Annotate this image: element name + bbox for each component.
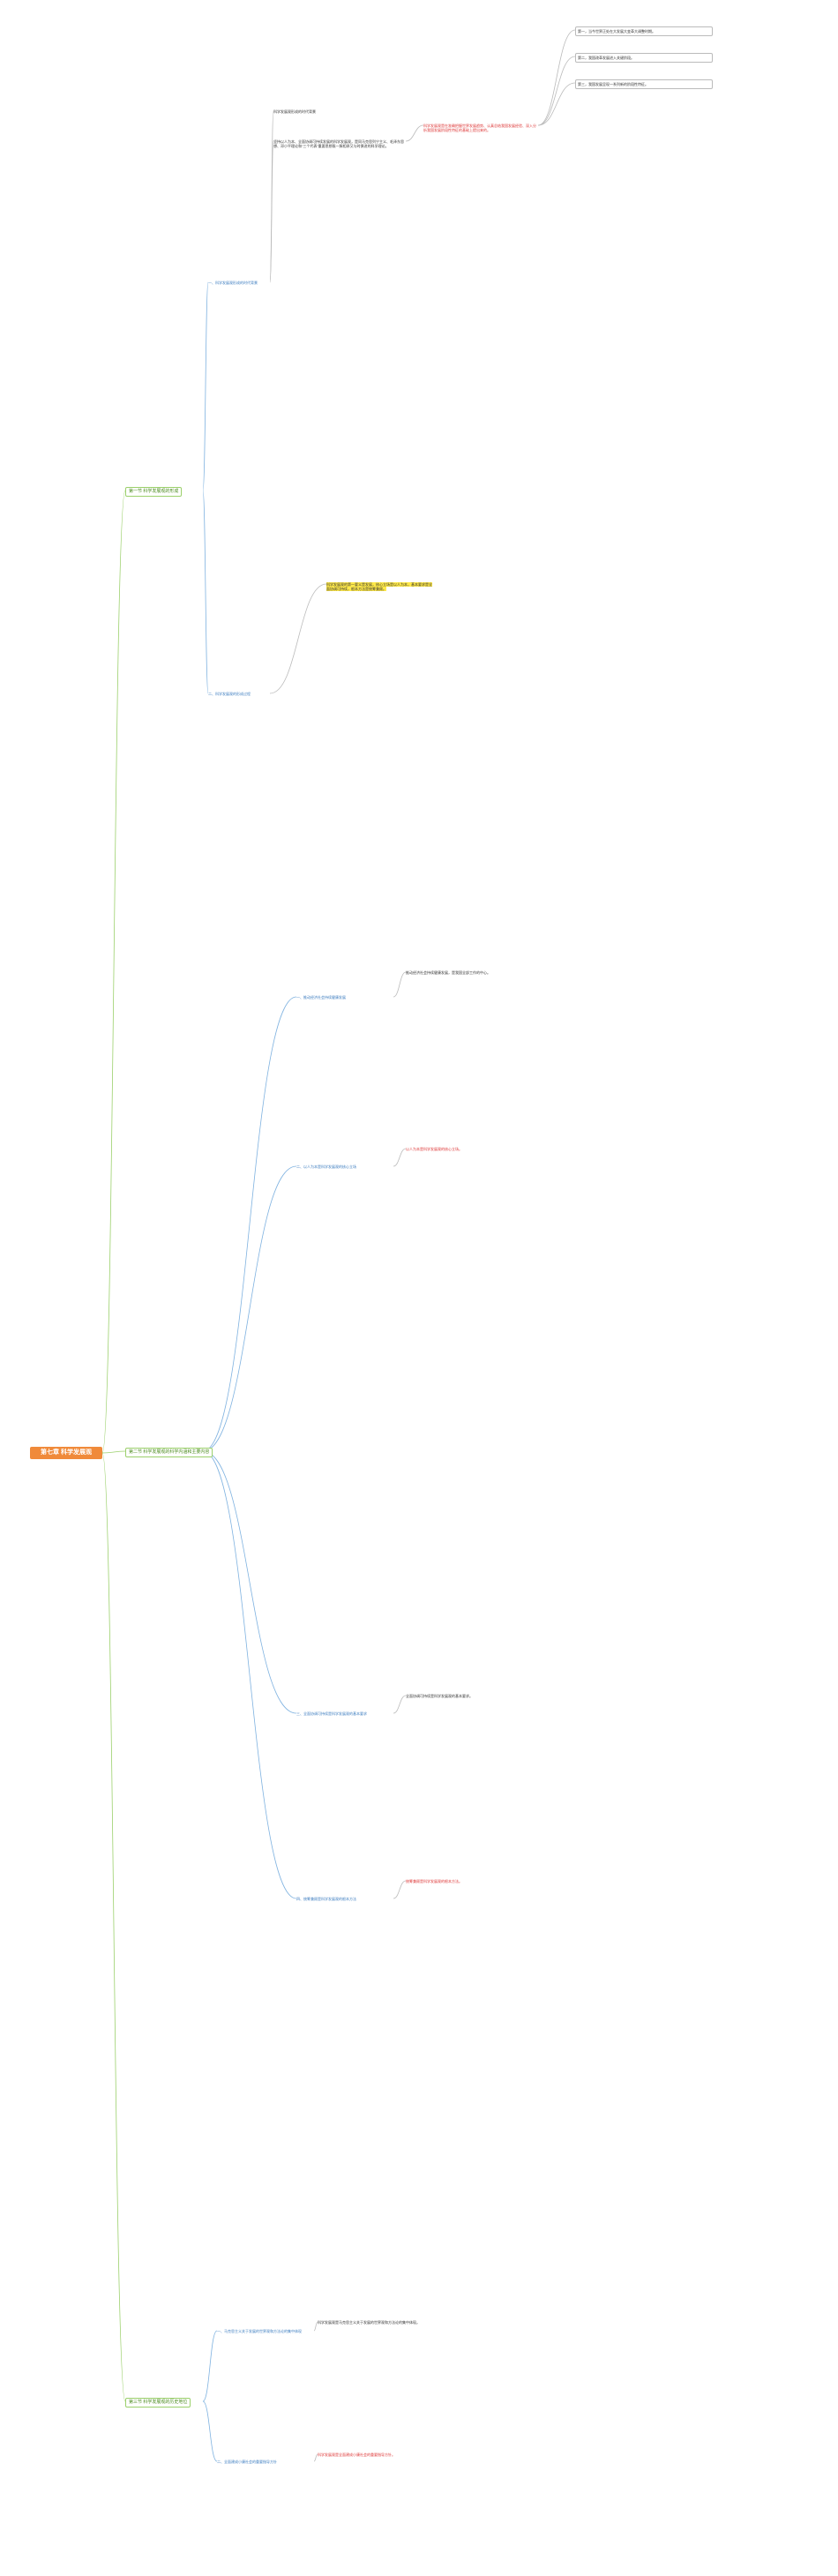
note-1: 科学发展观形成的时代背景 (273, 109, 316, 114)
sub-node-2c[interactable]: 三、全面协调可持续是科学发展观的基本要求 (296, 1711, 367, 1716)
connector-line (269, 583, 327, 694)
note-2: 坚持以人为本、全面协调可持续发展的科学发展观，是同马克思列宁主义、毛泽东思想、邓… (273, 139, 404, 148)
sub-node-2a[interactable]: 一、推动经济社会持续健康发展 (296, 995, 346, 1000)
connector-line (537, 82, 576, 126)
connector-line (101, 1450, 126, 1454)
root-node[interactable]: 第七章 科学发展观 (30, 1447, 102, 1459)
connector-line (405, 124, 424, 142)
connector-line (202, 490, 209, 694)
sub-node-3a[interactable]: 一、马克思主义关于发展的世界观和方法论的集中体现 (217, 2329, 302, 2333)
sub-node-3b[interactable]: 二、全面建成小康社会的重要指导方针 (217, 2460, 277, 2464)
connector-line (101, 490, 126, 1454)
note-8: 推动经济社会持续健康发展，是我国全部工作的中心。 (406, 970, 490, 975)
note-5: 第二，我国改革发展进入关键阶段。 (575, 53, 713, 63)
note-12: 科学发展观是马克思主义关于发展的世界观和方法论的集中体现。 (318, 2320, 420, 2325)
section-node-1[interactable]: 第一节 科学发展观的形成 (125, 487, 183, 497)
connector-line (202, 281, 209, 491)
connector-line (202, 2400, 218, 2462)
connector-line (202, 1165, 297, 1452)
note-6: 第三，我国发展呈现一系列新的阶段性特征。 (575, 79, 713, 89)
connector-line (202, 1450, 297, 1714)
connector-line (537, 56, 576, 126)
connector-line (313, 2321, 318, 2332)
connector-line (313, 2453, 318, 2462)
note-3: 科学发展观是在准确把握世界发展趋势、认真总结我国发展经验、深入分析我国发展阶段性… (423, 124, 536, 132)
note-10: 全面协调可持续是科学发展观的基本要求。 (406, 1694, 473, 1698)
connector-line (202, 996, 297, 1452)
note-13: 科学发展观是全面建成小康社会的重要指导方针。 (318, 2452, 395, 2457)
note-7: 科学发展观的第一要义是发展，核心立场是以人为本，基本要求是全面协调可持续，根本方… (326, 582, 432, 591)
connector-line (393, 1695, 407, 1714)
connector-line (393, 1148, 407, 1167)
section-node-3[interactable]: 第三节 科学发展观的历史地位 (125, 2398, 191, 2408)
section-node-2[interactable]: 第二节 科学发展观的科学内涵和主要内容 (125, 1448, 213, 1457)
sub-node-1b[interactable]: 二、科学发展观的形成过程 (208, 692, 251, 696)
note-11: 统筹兼顾是科学发展观的根本方法。 (406, 1879, 462, 1883)
note-9: 以人为本是科学发展观的核心立场。 (406, 1147, 462, 1151)
connector-line (202, 1450, 297, 1899)
sub-node-1a[interactable]: 一、科学发展观形成的时代背景 (208, 281, 258, 285)
connector-line (537, 29, 576, 126)
note-4: 第一，当今世界正处在大发展大变革大调整时期。 (575, 26, 713, 36)
connector-line (393, 971, 407, 998)
connector-line (393, 1880, 407, 1899)
connector-line (202, 2330, 218, 2402)
connector-line (101, 1452, 126, 2402)
sub-node-2d[interactable]: 四、统筹兼顾是科学发展观的根本方法 (296, 1897, 356, 1901)
connector-line (269, 140, 274, 283)
sub-node-2b[interactable]: 二、以人为本是科学发展观的核心立场 (296, 1164, 356, 1169)
